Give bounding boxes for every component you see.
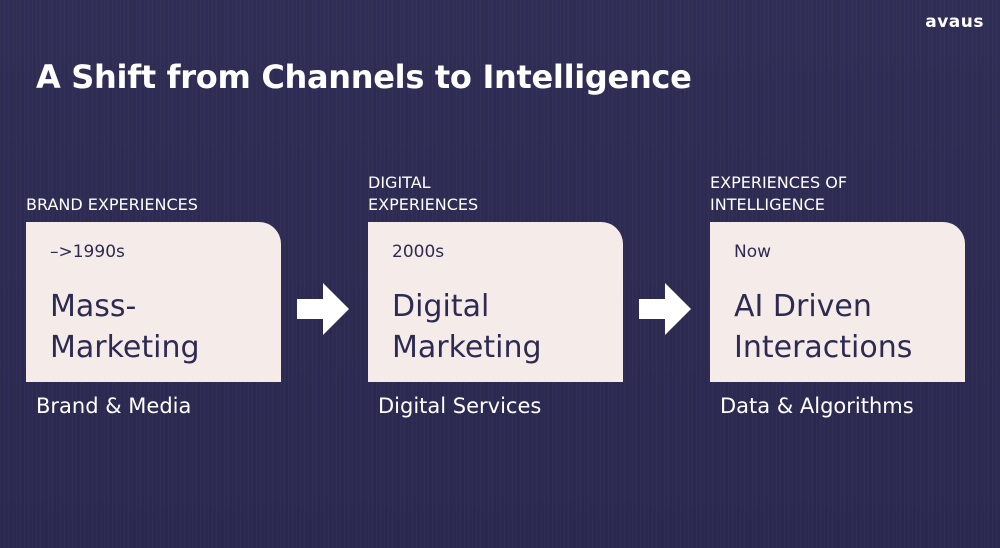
stage-heading: Mass-Marketing (50, 289, 200, 365)
stage-card-3: Now AI Driven Interactions (710, 222, 965, 382)
stage-era: Now (734, 242, 772, 262)
slide-title: A Shift from Channels to Intelligence (36, 58, 692, 96)
stage-label: BRAND EXPERIENCES (26, 195, 198, 214)
stage-era: 2000s (392, 242, 445, 262)
stage-footer: Digital Services (378, 394, 542, 418)
stage-card-1: –>1990s Mass-Marketing (26, 222, 281, 382)
stage-heading: AI Driven Interactions (734, 289, 913, 365)
stage-era: –>1990s (50, 242, 125, 262)
stage-2-label-wrap: DIGITAL EXPERIENCES (368, 166, 628, 216)
stage-label: DIGITAL EXPERIENCES (368, 173, 479, 214)
arrow-right-icon (639, 283, 691, 335)
stage-label: EXPERIENCES OF INTELLIGENCE (710, 173, 848, 214)
arrow-right-icon (297, 283, 349, 335)
stage-3-label-wrap: EXPERIENCES OF INTELLIGENCE (710, 166, 970, 216)
stage-footer: Data & Algorithms (720, 394, 914, 418)
stage-heading: Digital Marketing (392, 289, 542, 365)
stage-card-2: 2000s Digital Marketing (368, 222, 623, 382)
stage-footer: Brand & Media (36, 394, 192, 418)
avaus-logo: avaus (925, 12, 984, 32)
stage-1-label-wrap: BRAND EXPERIENCES (26, 166, 286, 216)
